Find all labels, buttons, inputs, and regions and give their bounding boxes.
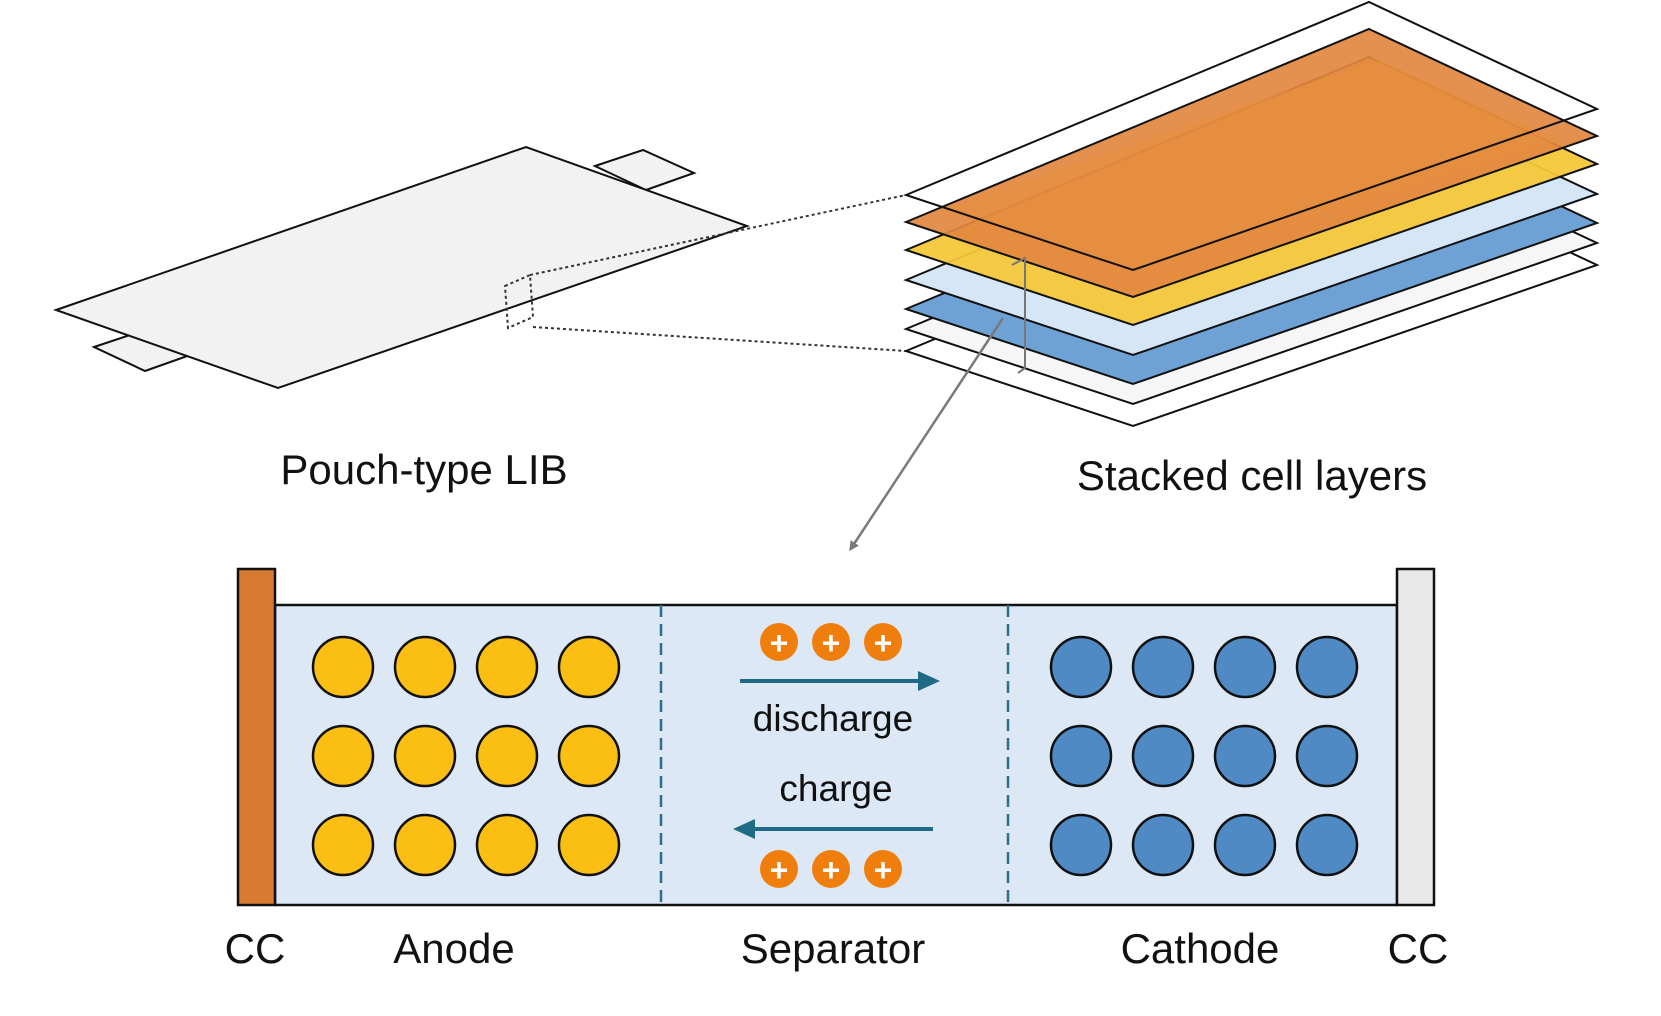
cathode-particle [1213, 724, 1277, 788]
svg-text:+: + [874, 625, 893, 661]
anode-particle [557, 813, 621, 877]
svg-text:+: + [770, 625, 789, 661]
cathode-particle [1131, 724, 1195, 788]
cathode-particle [1049, 724, 1113, 788]
pouch-label: Pouch-type LIB [280, 446, 567, 493]
cc-right-label: CC [1388, 925, 1449, 972]
anode-particle [393, 635, 457, 699]
stacked-layers [903, 0, 1600, 428]
separator-label: Separator [741, 925, 925, 972]
layer-orange-inner [940, 60, 1560, 270]
zoom-arrow [849, 317, 1005, 552]
charge-arrow [733, 819, 933, 839]
ion: + [760, 623, 798, 661]
cross-section: + + + discharge charge [236, 567, 1436, 907]
anode-particle [475, 635, 539, 699]
svg-text:+: + [822, 625, 841, 661]
cathode-particle [1049, 813, 1113, 877]
current-collector-left [236, 567, 277, 907]
cathode-particle [1131, 635, 1195, 699]
layer-white-top [903, 0, 1600, 272]
cathode-particle [1213, 813, 1277, 877]
discharge-arrow [740, 671, 940, 691]
cathode-particle [1295, 724, 1359, 788]
anode-particle [393, 724, 457, 788]
ions-bottom: + + + [760, 850, 902, 888]
svg-text:+: + [822, 852, 841, 888]
anode-particle [475, 724, 539, 788]
cathode-particle [1213, 635, 1277, 699]
pouch-tab-top [592, 148, 697, 192]
svg-text:+: + [770, 852, 789, 888]
current-collector-right [1395, 567, 1436, 907]
anode-particle [557, 724, 621, 788]
ion: + [760, 850, 798, 888]
anode-label: Anode [393, 925, 514, 972]
discharge-label: discharge [753, 698, 913, 739]
cathode-particle [1295, 813, 1359, 877]
cc-left-label: CC [225, 925, 286, 972]
anode-particle [311, 635, 375, 699]
ion: + [812, 623, 850, 661]
zoom-box [503, 194, 907, 352]
cathode-label: Cathode [1121, 925, 1280, 972]
anode-particle [475, 813, 539, 877]
cathode-particle [1131, 813, 1195, 877]
anode-particle [393, 813, 457, 877]
stack-label: Stacked cell layers [1077, 452, 1427, 499]
section-cut [1011, 256, 1026, 374]
ions-top: + + + [760, 623, 902, 661]
anode-particle [557, 635, 621, 699]
ion: + [864, 623, 902, 661]
cathode-particle [1049, 635, 1113, 699]
anode-particles [311, 635, 621, 877]
ion: + [812, 850, 850, 888]
ion: + [864, 850, 902, 888]
pouch-cell [52, 145, 907, 390]
pouch-body [52, 145, 751, 390]
charge-label: charge [779, 768, 892, 809]
svg-text:+: + [874, 852, 893, 888]
anode-particle [311, 724, 375, 788]
cathode-particle [1295, 635, 1359, 699]
cathode-particles [1049, 635, 1359, 877]
anode-particle [311, 813, 375, 877]
